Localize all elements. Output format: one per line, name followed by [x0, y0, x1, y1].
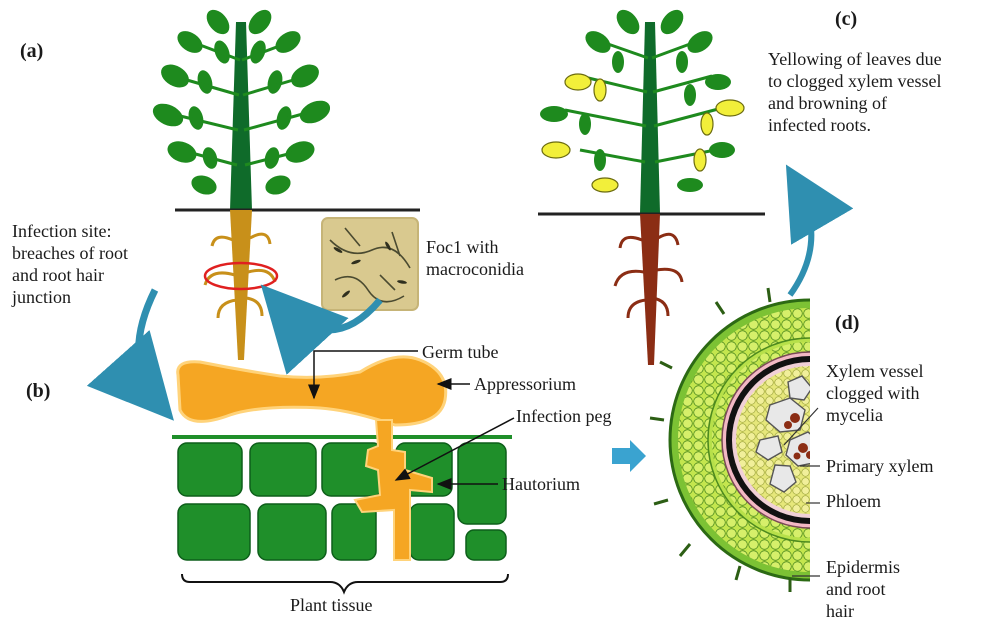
xylem-vessel-label: Xylem vessel clogged with mycelia — [826, 360, 923, 426]
foc1-label: Foc1 with macroconidia — [426, 236, 524, 280]
xylem-vessel-line-2: clogged with — [826, 382, 923, 404]
foc1-line-1: Foc1 with — [426, 236, 524, 258]
plant-cells — [178, 443, 506, 560]
phloem-label: Phloem — [826, 490, 881, 512]
panel-label-a: (a) — [20, 40, 43, 63]
xylem-vessel-line-1: Xylem vessel — [826, 360, 923, 382]
tissue-brace — [182, 574, 508, 592]
infected-root — [640, 214, 660, 365]
infection-site-line-1: Infection site: — [12, 220, 128, 242]
epidermis-line-1: Epidermis — [826, 556, 900, 578]
primary-xylem-label: Primary xylem — [826, 455, 933, 477]
appressorium-shape — [178, 357, 446, 425]
tissue-section — [172, 351, 514, 592]
infection-site-line-3: and root hair — [12, 264, 128, 286]
germ-tube-label: Germ tube — [422, 341, 498, 363]
epidermis-line-2: and root — [826, 578, 900, 600]
healthy-stem — [230, 22, 252, 210]
epidermis-line-3: hair — [826, 600, 900, 622]
yellowing-line-1: Yellowing of leaves due — [768, 48, 942, 70]
yellowing-line-4: infected roots. — [768, 114, 942, 136]
hautorium-label: Hautorium — [502, 473, 580, 495]
infection-peg-label: Infection peg — [516, 405, 611, 427]
appressorium-label: Appressorium — [474, 373, 576, 395]
xylem-vessel-line-3: mycelia — [826, 404, 923, 426]
foc1-micrograph — [322, 218, 418, 310]
infection-site-line-2: breaches of root — [12, 242, 128, 264]
panel-label-b: (b) — [26, 380, 50, 403]
diseased-plant — [538, 5, 765, 365]
site-to-b-arrow — [139, 290, 160, 405]
panel-label-c: (c) — [835, 8, 857, 31]
infection-site-label: Infection site: breaches of root and roo… — [12, 220, 128, 308]
healthy-root — [230, 210, 252, 360]
b-to-d-arrow — [612, 440, 646, 472]
foc1-line-2: macroconidia — [426, 258, 524, 280]
yellowing-line-3: and browning of — [768, 92, 942, 114]
epidermis-label: Epidermis and root hair — [826, 556, 900, 622]
infection-site-line-4: junction — [12, 286, 128, 308]
yellowing-label: Yellowing of leaves due to clogged xylem… — [768, 48, 942, 136]
panel-label-d: (d) — [835, 312, 859, 335]
plant-tissue-label: Plant tissue — [290, 594, 373, 616]
yellowing-line-2: to clogged xylem vessel — [768, 70, 942, 92]
d-to-c-arrow — [790, 180, 811, 295]
root-cross-section — [670, 300, 950, 580]
